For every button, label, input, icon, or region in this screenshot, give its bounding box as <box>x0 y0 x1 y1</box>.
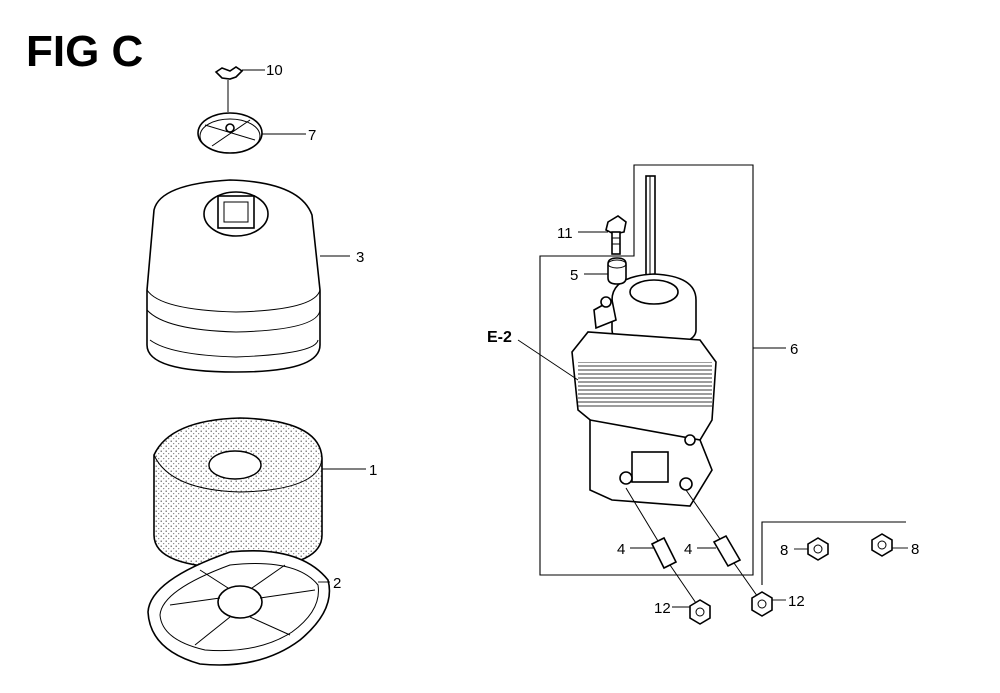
part-7-plate <box>197 112 263 154</box>
callout-ref-e2: E-2 <box>487 329 512 346</box>
callout-6: 6 <box>790 341 798 358</box>
part-8-grommet-left <box>807 537 829 561</box>
part-12-nut-right <box>751 591 773 617</box>
callout-8-right: 8 <box>911 541 919 558</box>
part-12-nut-left <box>689 599 711 625</box>
callout-10: 10 <box>266 62 283 79</box>
figure-title: FIG C <box>26 27 143 76</box>
part-8-frame <box>761 521 906 585</box>
callout-4-right: 4 <box>684 541 692 558</box>
part-5-collar <box>607 257 627 285</box>
part-8-grommet-right <box>871 533 893 557</box>
callout-11: 11 <box>557 225 573 242</box>
callout-12-left: 12 <box>654 600 671 617</box>
part-4-stud-right <box>685 489 761 601</box>
callout-2: 2 <box>333 575 341 592</box>
callout-4-left: 4 <box>617 541 625 558</box>
part-2-grid <box>147 550 331 666</box>
part-11-bolt <box>605 215 627 255</box>
assembly-frame <box>539 164 754 576</box>
part-1-element <box>153 417 323 569</box>
callout-12-right: 12 <box>788 593 805 610</box>
part-6-elbow <box>571 175 717 507</box>
part-10-wing-nut <box>214 66 244 112</box>
callout-3: 3 <box>356 249 364 266</box>
callout-8-left: 8 <box>780 542 788 559</box>
callout-1: 1 <box>369 462 377 479</box>
part-4-stud-left <box>625 487 699 607</box>
part-3-cover <box>146 179 321 373</box>
callout-5: 5 <box>570 267 578 284</box>
callout-7: 7 <box>308 127 316 144</box>
